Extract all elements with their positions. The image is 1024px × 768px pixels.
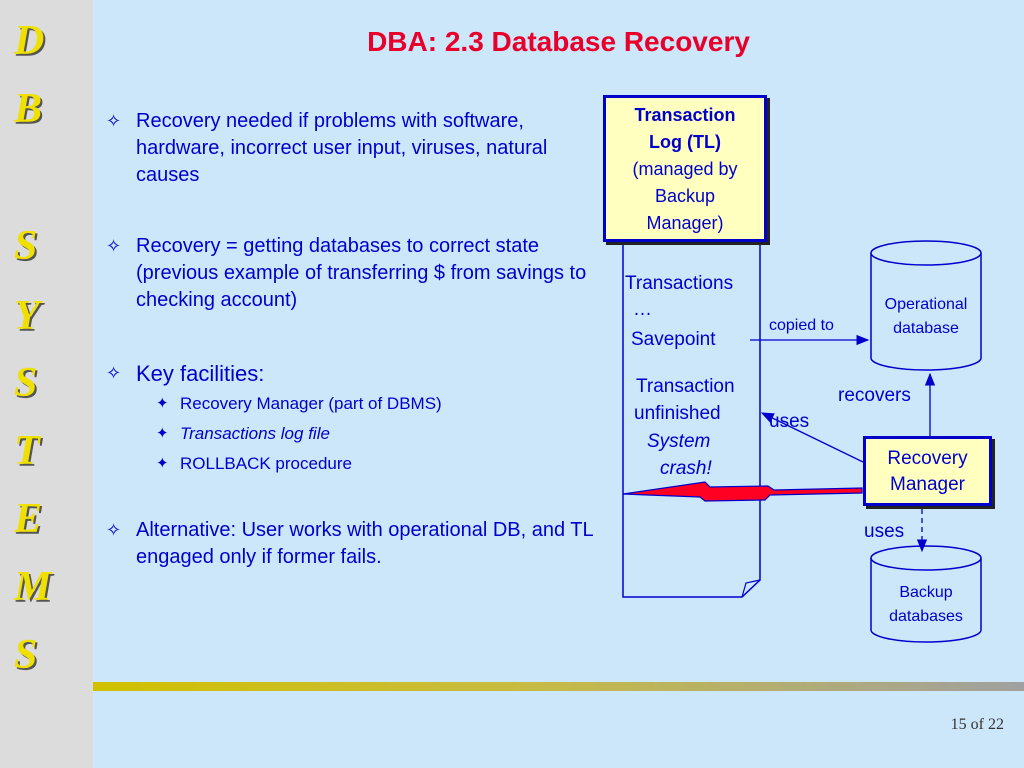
backup-database-cylinder <box>870 545 982 643</box>
operational-database-line: Operational <box>884 296 968 313</box>
bullet-text: Recovery = getting databases to correct … <box>136 235 587 311</box>
bullet-text: Recovery needed if problems with softwar… <box>136 110 548 186</box>
sub-bullet-marker-icon: ✦ <box>156 455 169 472</box>
sidebar-letter: S <box>14 360 38 406</box>
sub-bullet-item: ✦ ROLLBACK procedure <box>100 449 600 479</box>
bullet-item: ✧ Alternative: User works with operation… <box>100 517 600 571</box>
bullet-text: Key facilities: <box>136 361 265 386</box>
footer-divider <box>93 682 1024 691</box>
tl-title-line: Transaction <box>634 105 736 125</box>
uses-backup-label: uses <box>864 521 905 542</box>
bullet-item: ✧ Key facilities: <box>100 360 600 387</box>
sub-bullet-marker-icon: ✦ <box>156 425 169 442</box>
system-crash-label: crash! <box>660 458 712 479</box>
sidebar-letter: D <box>14 18 45 64</box>
sidebar-letter: S <box>14 223 38 269</box>
tl-note-line: Backup <box>654 186 716 206</box>
recovers-label: recovers <box>838 385 911 406</box>
log-ellipsis-label: … <box>633 299 652 320</box>
uses-arrow <box>760 412 864 463</box>
sidebar: D B S Y S T E M S <box>0 0 93 768</box>
bullet-text: Alternative: User works with operational… <box>136 519 593 568</box>
log-transactions-label: Transactions <box>625 273 734 294</box>
page-of: of <box>970 716 984 733</box>
sidebar-letter: B <box>14 86 43 132</box>
crash-lightning-icon <box>622 481 863 502</box>
system-crash-label: System <box>647 431 711 452</box>
log-document-shape <box>622 241 761 598</box>
bullet-marker-icon: ✧ <box>106 520 122 540</box>
sidebar-letter: M <box>14 564 52 610</box>
tl-title-line: Log (TL) <box>649 132 721 152</box>
bullet-marker-icon: ✧ <box>106 236 122 256</box>
transaction-unfinished-label: unfinished <box>634 403 721 424</box>
sub-bullet-text: ROLLBACK procedure <box>180 454 352 473</box>
transaction-log-box: Transaction Log (TL) (managed by Backup … <box>603 95 767 242</box>
page-total: 22 <box>988 716 1004 733</box>
page-number: 15 of 22 <box>951 716 1004 734</box>
sub-bullet-text: Recovery Manager (part of DBMS) <box>180 394 442 413</box>
backup-databases-line: databases <box>889 608 963 625</box>
operational-database-label: Operational database <box>871 293 981 341</box>
bullet-marker-icon: ✧ <box>106 363 122 383</box>
operational-database-cylinder <box>870 240 982 371</box>
sidebar-letter: Y <box>14 293 40 339</box>
bullet-marker-icon: ✧ <box>106 111 122 131</box>
sidebar-letter: S <box>14 632 38 678</box>
log-savepoint-label: Savepoint <box>631 329 716 350</box>
bullet-item: ✧ Recovery = getting databases to correc… <box>100 233 600 314</box>
log-document-fold <box>741 579 761 598</box>
transaction-unfinished-label: Transaction <box>636 376 735 397</box>
backup-databases-label: Backup databases <box>871 581 981 629</box>
recovery-manager-line: Recovery <box>887 448 968 469</box>
sidebar-letter: T <box>14 428 40 474</box>
bullet-item: ✧ Recovery needed if problems with softw… <box>100 108 600 189</box>
sub-bullet-item: ✦ Recovery Manager (part of DBMS) <box>100 389 600 419</box>
recovery-manager-line: Manager <box>890 474 965 495</box>
sidebar-letter: E <box>14 496 43 542</box>
uses-label: uses <box>769 411 810 432</box>
tl-note-line: Manager) <box>646 213 724 233</box>
sub-bullet-marker-icon: ✦ <box>156 395 169 412</box>
sub-bullet-text: Transactions log file <box>180 424 330 443</box>
recovery-manager-box: Recovery Manager <box>863 436 992 506</box>
slide-title: DBA: 2.3 Database Recovery <box>367 26 750 57</box>
bullet-list: ✧ Recovery needed if problems with softw… <box>100 108 600 571</box>
page-current: 15 <box>950 716 967 733</box>
tl-note-line: (managed by <box>632 159 738 179</box>
sub-bullet-item: ✦ Transactions log file <box>100 419 600 449</box>
copied-to-label: copied to <box>769 317 834 334</box>
operational-database-line: database <box>893 320 959 337</box>
backup-databases-line: Backup <box>899 584 953 601</box>
